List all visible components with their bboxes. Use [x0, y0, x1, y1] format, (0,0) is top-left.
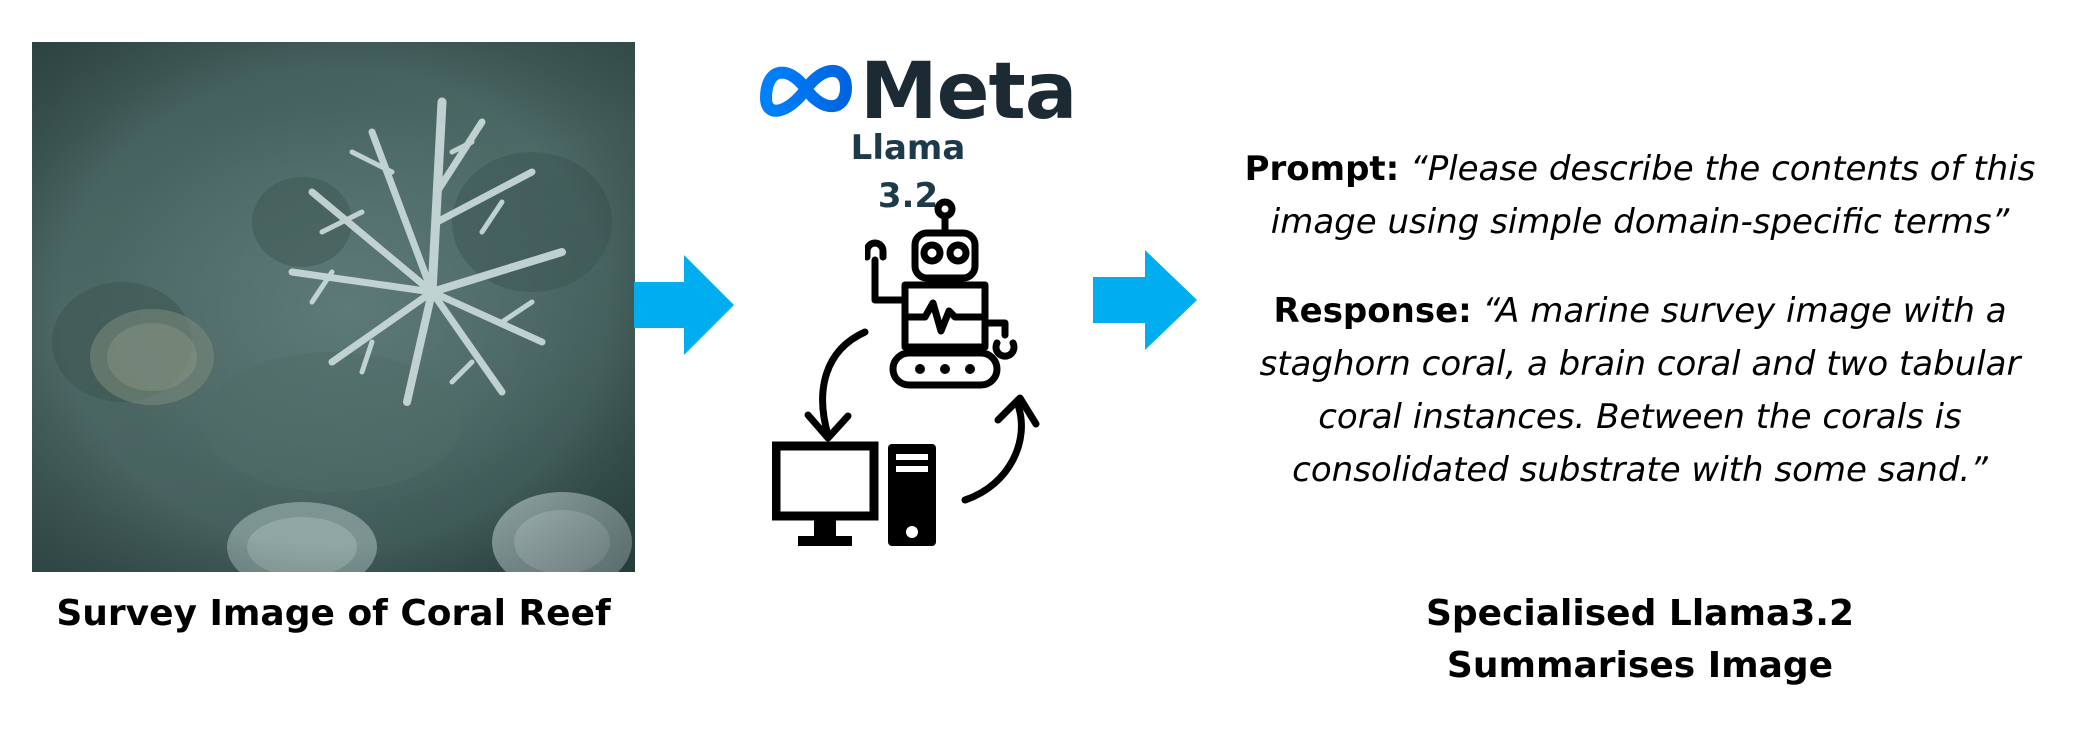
prompt-label: Prompt: — [1244, 149, 1400, 189]
arrow-right-icon — [634, 255, 734, 355]
response-line: coral instances. Between the corals is — [1210, 391, 2070, 444]
response-label: Response: — [1273, 291, 1472, 331]
summary-caption: Specialised Llama3.2 Summarises Image — [1210, 588, 2070, 692]
response-line-3: coral instances. Between the corals is — [1318, 397, 1962, 437]
response-line: Response: “A marine survey image with a — [1210, 285, 2070, 338]
response-text: Response: “A marine survey image with a … — [1210, 285, 2070, 497]
prompt-line: image using simple domain-specific terms… — [1210, 196, 2070, 249]
response-line-4: consolidated substrate with some sand.” — [1292, 450, 1988, 490]
response-line: consolidated substrate with some sand.” — [1210, 444, 2070, 497]
prompt-line-1: “Please describe the contents of this — [1410, 149, 2036, 189]
response-line: staghorn coral, a brain coral and two ta… — [1210, 338, 2070, 391]
meta-wordmark: Meta — [860, 47, 1077, 137]
summary-caption-line-1: Specialised Llama3.2 — [1425, 593, 1855, 634]
survey-image-caption: Survey Image of Coral Reef — [56, 593, 611, 634]
response-line-2: staghorn coral, a brain coral and two ta… — [1259, 344, 2021, 384]
prompt-line: Prompt: “Please describe the contents of… — [1210, 143, 2070, 196]
prompt-text: Prompt: “Please describe the contents of… — [1210, 143, 2070, 249]
model-version-label: Llama 3.2 — [850, 128, 966, 216]
summary-caption-line-2: Summarises Image — [1446, 645, 1834, 686]
response-line-1: “A marine survey image with a — [1482, 291, 2007, 331]
prompt-line-2: image using simple domain-specific terms… — [1270, 202, 2010, 242]
coral-survey-image — [32, 42, 635, 572]
desktop-computer-icon — [772, 441, 936, 546]
robot-icon — [865, 198, 1018, 389]
arrow-right-icon — [1093, 250, 1197, 350]
cycle-arrow-icon — [804, 328, 1040, 504]
meta-infinity-logo-icon — [760, 65, 852, 117]
